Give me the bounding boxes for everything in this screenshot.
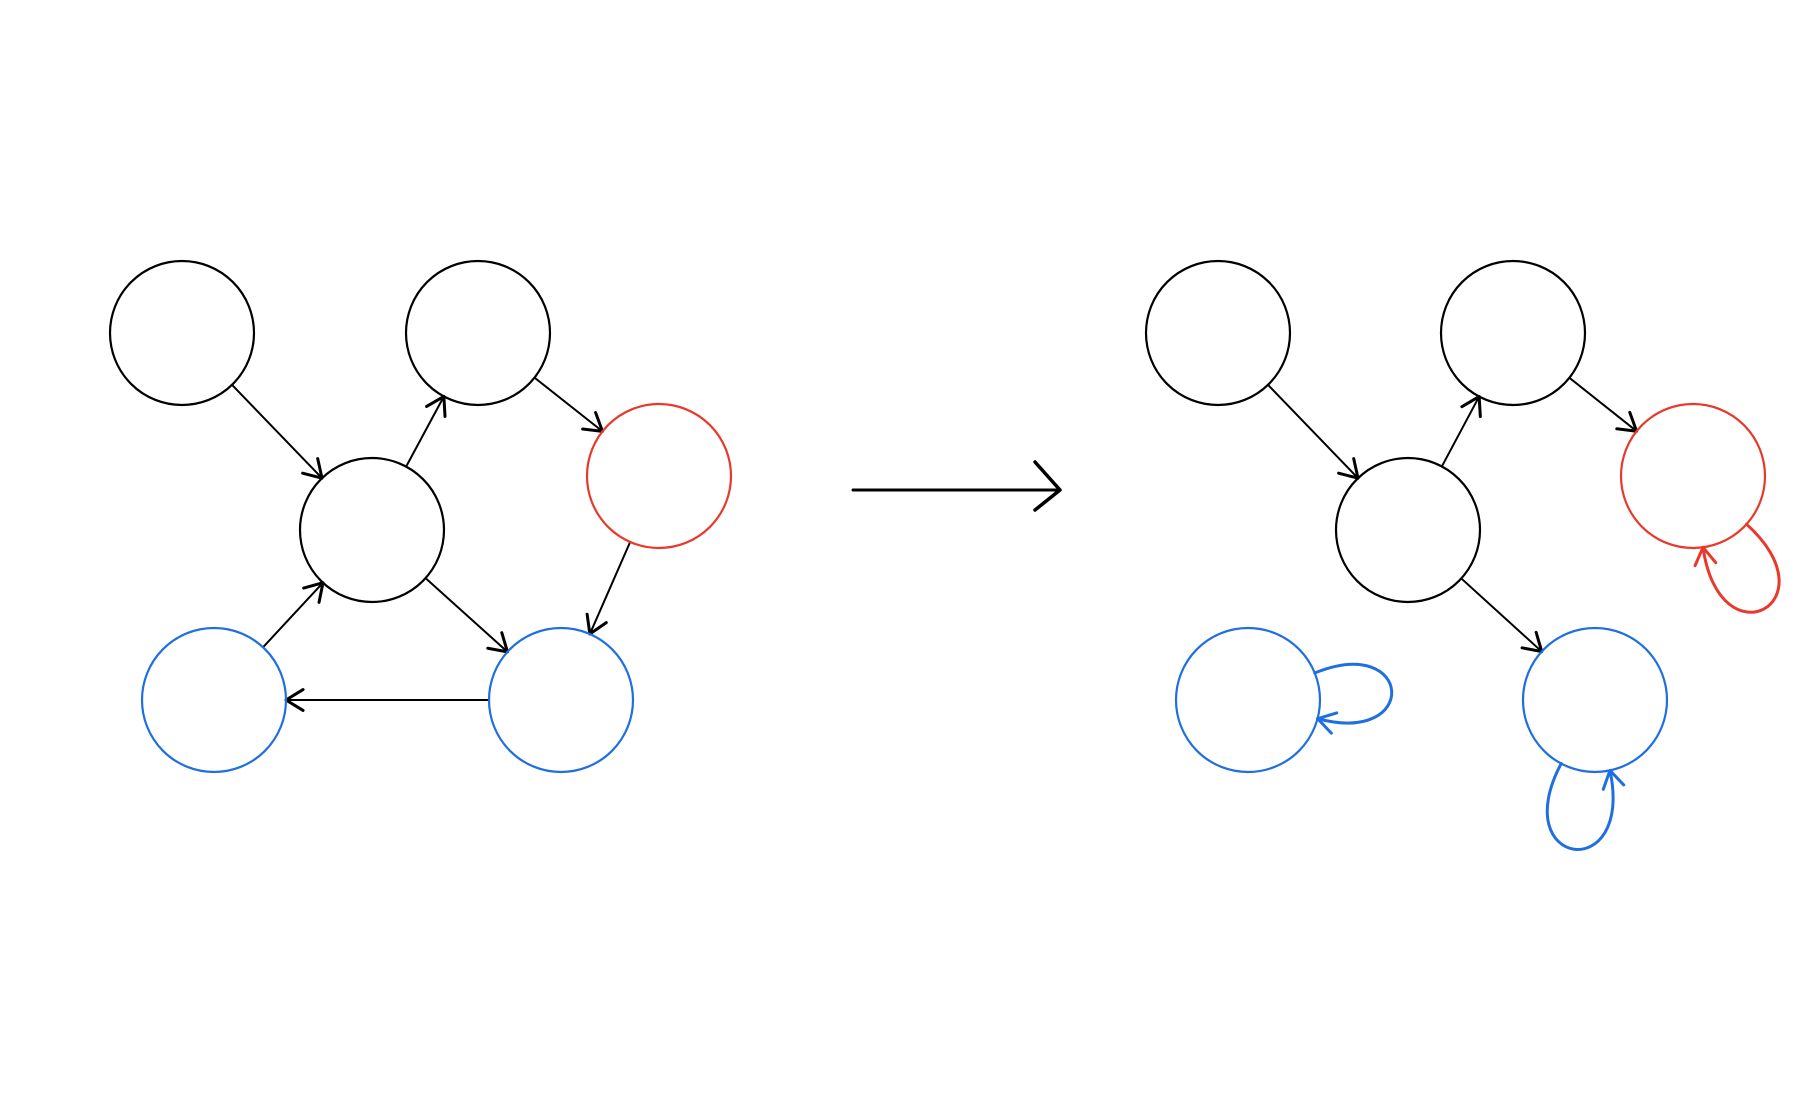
transform-arrow-head [1033, 460, 1062, 512]
node-n1 [108, 259, 256, 407]
transform-arrow [851, 460, 1062, 512]
self-loop-m5 [1313, 662, 1394, 735]
self-loop-m4 [1693, 522, 1781, 614]
edge-line [424, 577, 509, 653]
node-m4 [1619, 402, 1767, 550]
edge-m2-m4 [1568, 376, 1639, 433]
self-loop-arrowhead [1601, 768, 1626, 791]
self-loop-arrowhead [1693, 545, 1718, 568]
edge-n5-n3 [262, 581, 325, 649]
edge-n4-n6 [585, 540, 632, 636]
edge-m3-m2 [1440, 395, 1482, 468]
edge-line [1440, 395, 1481, 468]
edge-n6-n5 [284, 688, 490, 712]
edge-n3-n2 [405, 394, 447, 468]
node-n3 [298, 456, 446, 604]
node-n4 [585, 402, 733, 550]
edge-line [230, 383, 324, 480]
edge-line [262, 581, 324, 649]
self-loop-path [1545, 762, 1615, 851]
after-graph [1144, 259, 1781, 851]
node-n5 [140, 626, 288, 774]
edge-line [533, 376, 604, 433]
edge-n2-n4 [533, 376, 605, 433]
edge-line [1568, 376, 1638, 433]
edge-m1-m3 [1266, 383, 1360, 480]
edge-n3-n6 [424, 577, 509, 654]
node-m2 [1439, 259, 1587, 407]
self-loop-path [1701, 522, 1781, 614]
before-graph [108, 259, 733, 774]
self-loop-arrowhead [1316, 711, 1339, 735]
edge-n1-n3 [230, 383, 324, 480]
node-m3 [1334, 456, 1482, 604]
edge-line [1266, 383, 1360, 480]
self-loop-path [1313, 662, 1394, 725]
edge-line [588, 540, 632, 636]
node-n2 [404, 259, 552, 407]
self-loop-m6 [1545, 762, 1626, 851]
edge-line [405, 395, 445, 468]
node-m1 [1144, 259, 1292, 407]
node-n6 [487, 626, 635, 774]
edge-m3-m6 [1460, 577, 1544, 654]
node-m6 [1521, 626, 1669, 774]
edge-line [1460, 577, 1543, 653]
node-m5 [1174, 626, 1322, 774]
